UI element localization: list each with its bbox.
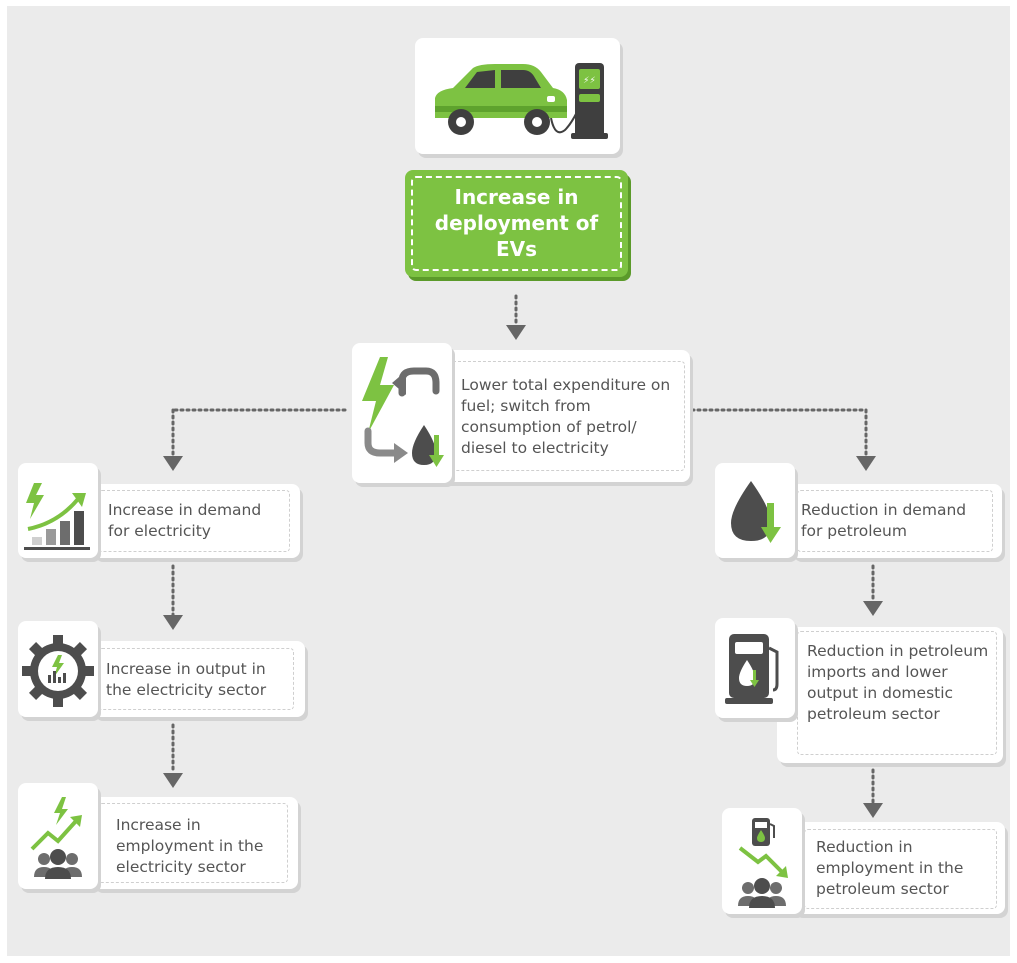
right-node-1-label: Reduction in demand for petroleum: [797, 490, 993, 552]
left-node-1-label-card: [92, 484, 300, 558]
left-node-2-icon-box: [18, 621, 98, 717]
right-node-2-icon-box: [715, 618, 795, 718]
right-node-2-label: Reduction in petroleum imports and lower…: [797, 631, 997, 755]
left-node-2-text: Increase in output in the electricity se…: [106, 660, 267, 699]
left-node-3-label-card: [92, 797, 298, 889]
arrowhead-right-3: [863, 803, 883, 818]
right-node-2-label-card: [777, 627, 1003, 763]
right-node-3-label: Reduction in employment in the petroleum…: [804, 829, 997, 909]
electricity-employment-icon: [30, 797, 82, 879]
left-node-1-icon-box: [18, 463, 98, 558]
arrowhead-left-1: [163, 456, 183, 471]
left-node-1-label: Increase in demand for electricity: [98, 490, 290, 552]
center-node-label: Lower total expenditure on fuel; switch …: [449, 361, 685, 471]
left-node-2-label: Increase in output in the electricity se…: [98, 648, 294, 710]
arrowhead-left-2: [163, 615, 183, 630]
arrowhead-left-3: [163, 773, 183, 788]
petroleum-employment-icon: [738, 818, 788, 908]
center-node-label-card: [440, 350, 690, 482]
right-node-1-text: Reduction in demand for petroleum: [801, 501, 967, 540]
electricity-demand-chart-icon: [24, 483, 90, 550]
right-node-1-label-card: [791, 484, 1002, 558]
center-node-icon-box: [352, 343, 452, 483]
fuel-pump-icon: [725, 634, 779, 704]
left-node-3-text: Increase in employment in the electricit…: [116, 816, 264, 876]
right-node-3-text: Reduction in employment in the petroleum…: [816, 838, 964, 898]
arrowhead-right-1: [856, 456, 876, 471]
diagram-title: Increase in deployment of EVs: [434, 185, 599, 261]
lightning-cycle-fuel-drop-icon: [362, 357, 444, 467]
arrowhead-title-center: [506, 325, 526, 340]
ev-illustration-card: ⚡⚡: [415, 38, 620, 154]
right-node-3-label-card: [792, 822, 1005, 914]
electricity-output-gear-icon: [22, 635, 94, 707]
left-node-1-text: Increase in demand for electricity: [108, 501, 262, 540]
right-node-1-icon-box: [715, 463, 795, 558]
left-node-2-label-card: [92, 641, 305, 717]
ev-charging-car-icon: ⚡⚡: [435, 63, 608, 139]
center-node-text: Lower total expenditure on fuel; switch …: [461, 376, 671, 457]
title-box: Increase in deployment of EVs: [405, 170, 628, 277]
left-node-3-icon-box: [18, 783, 98, 889]
right-node-3-icon-box: [722, 808, 802, 914]
arrowhead-right-2: [863, 601, 883, 616]
left-node-3-label: Increase in employment in the electricit…: [98, 803, 288, 883]
svg-text:⚡⚡: ⚡⚡: [583, 76, 596, 86]
title-dashed-border: [411, 176, 622, 271]
right-node-2-text: Reduction in petroleum imports and lower…: [807, 642, 989, 723]
fuel-drop-down-icon: [731, 481, 781, 543]
